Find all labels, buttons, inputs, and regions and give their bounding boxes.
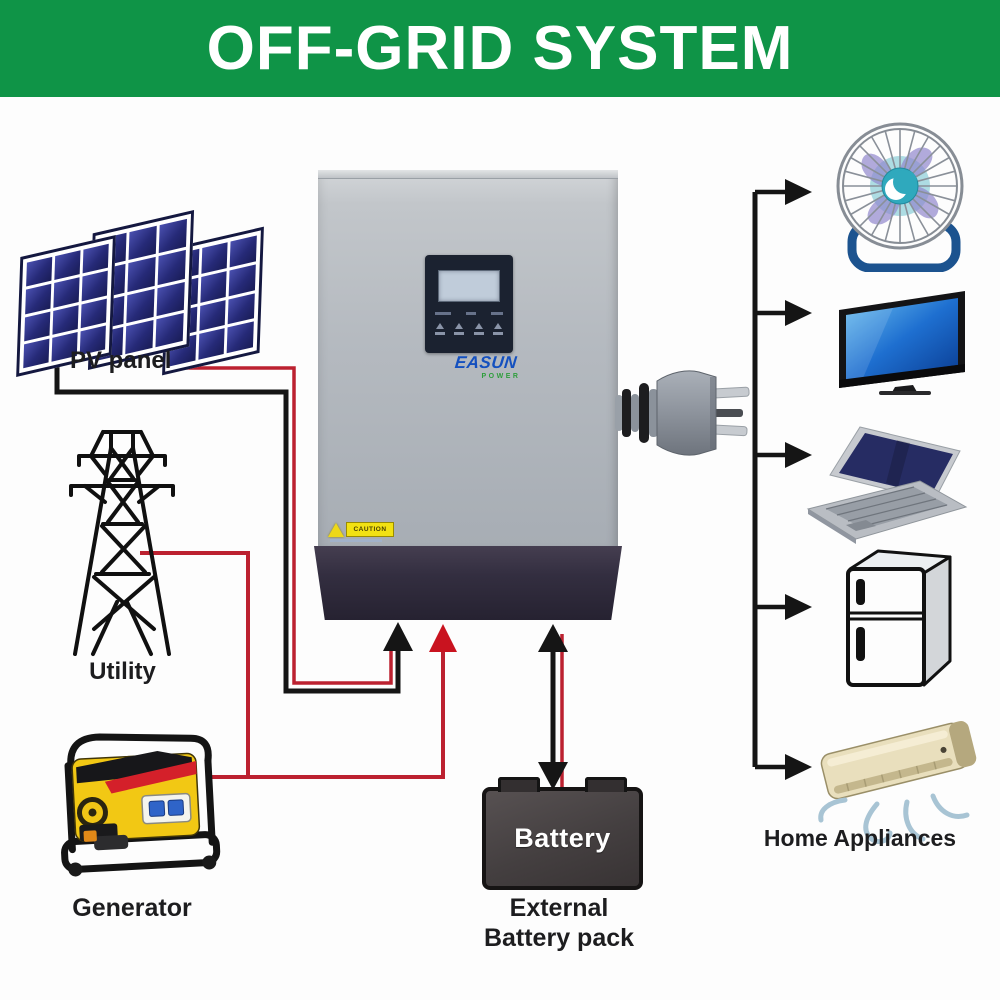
battery-label: Battery — [514, 823, 611, 853]
generator-icon — [61, 733, 221, 877]
pv-dc-wire-black — [54, 330, 401, 694]
inverter-body: EASUN POWER CAUTION — [318, 170, 618, 549]
battery-arrow-down — [538, 762, 568, 790]
lcd-display — [438, 270, 500, 302]
fan-arrow — [785, 179, 812, 205]
appliance-branches — [755, 189, 786, 770]
header-banner: OFF-GRID SYSTEM — [0, 0, 1000, 97]
pv-panel-label: PV panel — [70, 347, 172, 374]
panel-buttons — [433, 323, 505, 335]
battery-terminal — [498, 777, 540, 792]
caution-sticker: CAUTION — [328, 522, 394, 537]
home-appliances-label: Home Appliances — [763, 825, 957, 851]
utility-wire — [140, 551, 250, 779]
fridge-arrow — [785, 594, 812, 620]
tv-icon — [839, 291, 965, 395]
generator-wire — [210, 650, 445, 779]
fridge-icon — [846, 549, 952, 687]
air-conditioner-icon — [818, 721, 977, 845]
laptop-icon — [806, 426, 968, 544]
laptop-arrow — [785, 442, 812, 468]
pv-panel-icon — [15, 210, 264, 378]
brand-logo: EASUN POWER — [436, 353, 536, 380]
brand-subname: POWER — [481, 373, 521, 380]
battery-terminal — [585, 777, 627, 792]
power-plug-icon — [615, 370, 750, 456]
inverter-control-panel — [425, 255, 513, 353]
inverter: EASUN POWER CAUTION — [314, 170, 622, 622]
page-title: OFF-GRID SYSTEM — [206, 14, 794, 83]
caution-label: CAUTION — [346, 522, 394, 537]
indicator-labels — [435, 312, 503, 315]
utility-tower-icon — [69, 430, 175, 656]
ac-input-arrow — [429, 624, 457, 652]
fan-icon — [836, 122, 964, 272]
brand-name: EASUN — [453, 353, 518, 372]
battery-arrow-up — [538, 624, 568, 652]
external-battery-caption: External Battery pack — [483, 894, 635, 952]
generator-label: Generator — [72, 894, 192, 922]
inverter-base — [314, 546, 622, 620]
utility-label: Utility — [89, 658, 156, 685]
ac-arrow — [785, 754, 812, 780]
plug-prongs — [712, 386, 750, 437]
battery: Battery — [482, 777, 643, 890]
pv-arrow — [383, 622, 413, 651]
tv-arrow — [785, 300, 812, 326]
inverter-top-edge — [318, 170, 618, 179]
pv-dc-wire-red — [186, 366, 393, 685]
warning-triangle-icon — [328, 523, 344, 537]
sticker-subline — [330, 539, 382, 542]
